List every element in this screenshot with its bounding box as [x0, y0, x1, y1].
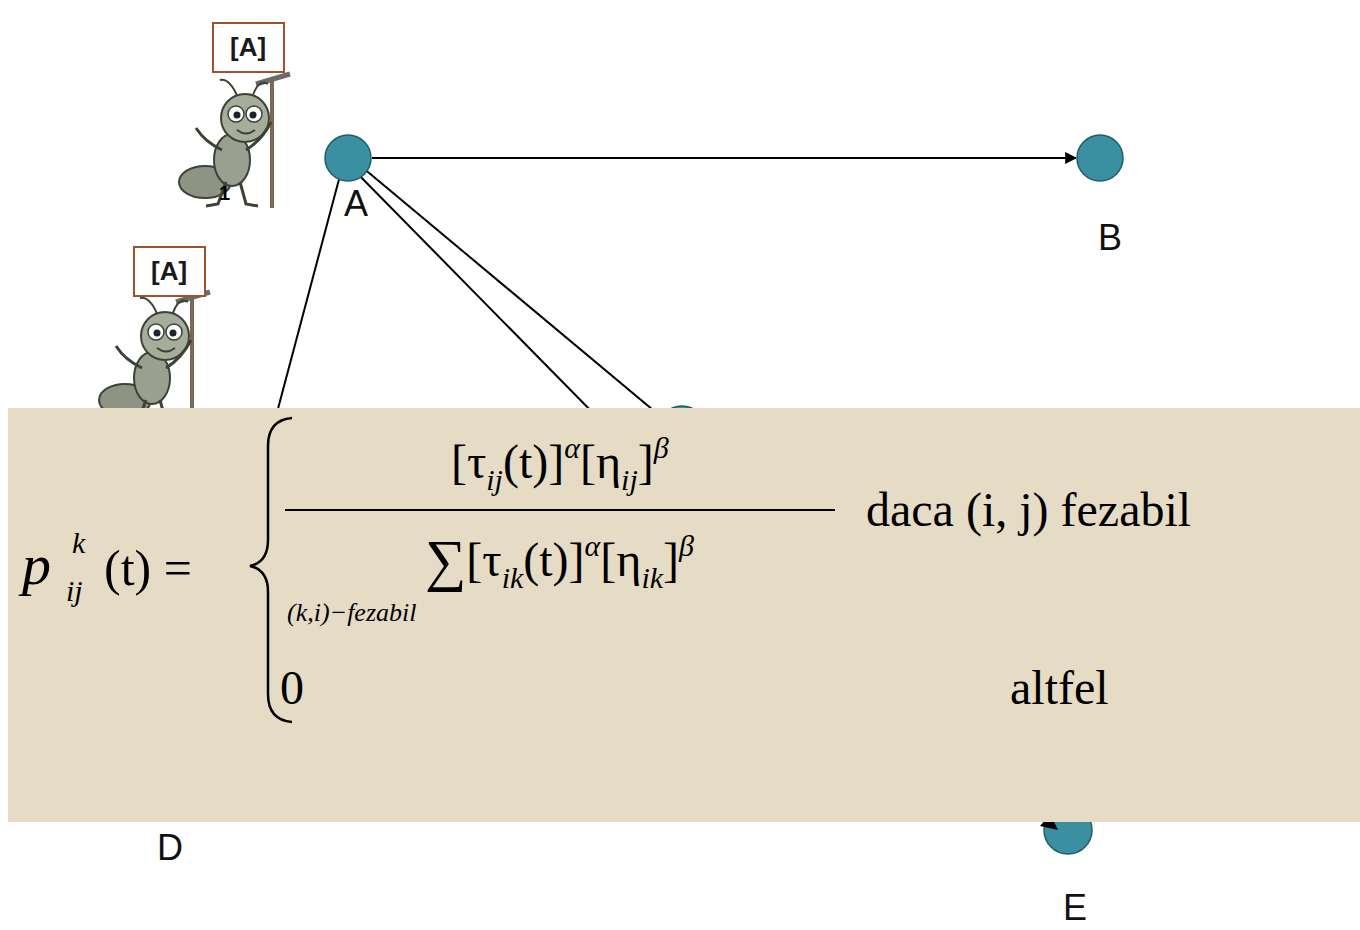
- formula-index: α: [564, 431, 580, 464]
- formula-term: ]: [638, 435, 654, 488]
- ant-tag: [A]: [212, 22, 285, 73]
- graph-vertex: D: [151, 766, 199, 814]
- formula-index: ik: [502, 561, 524, 594]
- formula-panel-ground: [8, 408, 1360, 822]
- vertex-label: B: [1098, 220, 1122, 256]
- formula-term: [τ: [466, 533, 501, 586]
- ant-tag-text: [A]: [230, 33, 267, 62]
- vertex-label: E: [1063, 890, 1087, 926]
- ant-tag-text: [A]: [151, 257, 188, 286]
- formula-row: ∑[τik(t)]α[ηik]β: [425, 526, 694, 596]
- formula-condition: (k,i)−fezabil: [287, 598, 416, 628]
- formula-index: α: [585, 529, 601, 562]
- formula-index: ij: [486, 463, 503, 496]
- vertex-label: D: [157, 830, 183, 866]
- vertex-circle: [1077, 135, 1123, 181]
- formula-term: [η: [600, 533, 641, 586]
- vertex-circle: [1076, 134, 1124, 182]
- formula-symbol: p: [22, 532, 51, 599]
- formula-term: (t)]: [523, 533, 584, 586]
- formula-text: (t) =: [104, 540, 192, 598]
- formula-row: [τij(t)]α[ηij]β: [451, 430, 669, 498]
- formula-condition: daca (i, j) fezabil: [866, 482, 1191, 537]
- path-line: [275, 168, 342, 420]
- path-line: [356, 162, 665, 420]
- formula-condition: altfel: [1010, 660, 1109, 715]
- graph-vertex: B: [1076, 134, 1124, 182]
- vertex-circle: [324, 134, 372, 182]
- fraction-bar: [285, 509, 835, 511]
- formula-index: ik: [641, 561, 663, 594]
- ant-figure: [99, 292, 210, 426]
- formula-superscript: k: [72, 526, 85, 561]
- formula-index: β: [679, 529, 694, 562]
- path-line: [350, 166, 600, 420]
- formula-term: [τ: [451, 435, 486, 488]
- formula-term: (t)]: [503, 435, 564, 488]
- formula-term: [η: [580, 435, 621, 488]
- vertex-circle: [325, 135, 371, 181]
- formula-subscript: ij: [66, 574, 83, 609]
- arrow-connector: [372, 157, 1076, 159]
- graph-vertex: A: [324, 134, 372, 182]
- formula-term: ∑: [425, 528, 466, 593]
- vertex-label: A: [344, 186, 368, 222]
- formula-index: β: [654, 431, 669, 464]
- formula-index: ij: [621, 463, 638, 496]
- ant-tag: [A]: [133, 246, 206, 297]
- ant-number: 1: [219, 182, 230, 205]
- ant-figure: [179, 74, 290, 208]
- formula-term: ]: [663, 533, 679, 586]
- graph-vertex: E: [1044, 806, 1092, 854]
- formula-text: 0: [280, 660, 304, 715]
